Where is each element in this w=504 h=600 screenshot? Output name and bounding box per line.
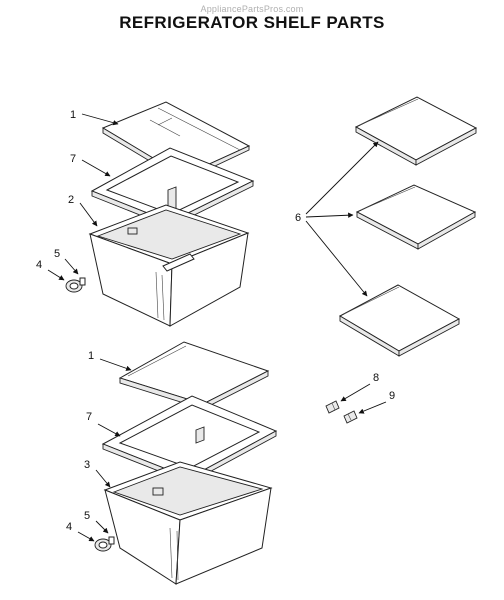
upper-crisper-frame — [90, 147, 255, 228]
callout-2: 2 — [68, 194, 74, 206]
callout-5-upper: 5 — [54, 248, 60, 260]
callout-4-upper: 4 — [36, 259, 42, 271]
lower-roller-knob — [94, 536, 115, 552]
glass-shelf-3 — [338, 284, 461, 357]
lower-crisper-cover — [118, 341, 270, 410]
callout-1-upper: 1 — [70, 109, 76, 121]
shelf-clip-part-9 — [343, 410, 358, 424]
callout-1-lower: 1 — [88, 350, 94, 362]
callout-7-lower: 7 — [86, 411, 92, 423]
callout-9: 9 — [389, 390, 395, 402]
callout-4-lower: 4 — [66, 521, 72, 533]
watermark: AppliancePartsPros.com — [200, 4, 304, 14]
callout-8: 8 — [373, 372, 379, 384]
shelf-clip-part-8 — [325, 400, 340, 414]
upper-roller-knob — [65, 277, 86, 293]
callout-6: 6 — [295, 212, 301, 224]
callout-5-lower: 5 — [84, 510, 90, 522]
callout-7-upper: 7 — [70, 153, 76, 165]
callout-3: 3 — [84, 459, 90, 471]
glass-shelf-2 — [355, 184, 477, 250]
glass-shelf-1 — [354, 96, 478, 166]
lower-crisper-pan — [103, 461, 273, 585]
upper-crisper-pan — [88, 204, 250, 327]
page-title: REFRIGERATOR SHELF PARTS — [119, 13, 385, 32]
